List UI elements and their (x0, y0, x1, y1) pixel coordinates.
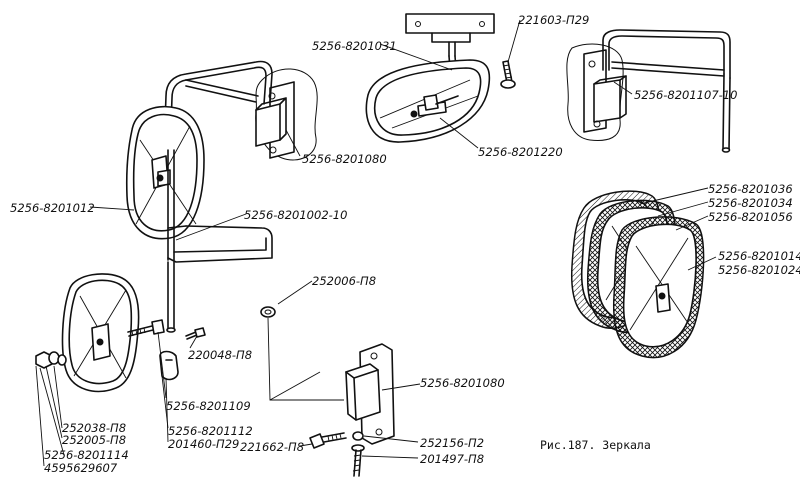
label-5256-8201031: 5256-8201031 (312, 39, 397, 53)
label-5256-8201014: 5256-8201014 (718, 249, 800, 263)
label-201460-p29: 201460-П29 (168, 437, 240, 451)
main-mirror-assembly (125, 60, 318, 333)
exploded-mirror-plates (570, 190, 705, 359)
interior-mirror (365, 13, 516, 143)
label-5256-8201112: 5256-8201112 (168, 424, 253, 438)
right-bracket-assembly (566, 29, 731, 153)
small-mirror-assembly (35, 273, 206, 393)
label-201497-p8: 201497-П8 (420, 452, 485, 466)
label-5256-8201036: 5256-8201036 (708, 182, 793, 196)
leader-lines (35, 19, 717, 467)
label-5256-8201034: 5256-8201034 (708, 196, 793, 210)
label-5256-8201012: 5256-8201012 (10, 201, 95, 215)
label-5256-8201220: 5256-8201220 (478, 145, 563, 159)
label-252006-p8: 252006-П8 (312, 274, 377, 288)
label-221603-p29: 221603-П29 (518, 13, 590, 27)
label-5256-8201080-lower: 5256-8201080 (420, 376, 505, 390)
label-221662-p8: 221662-П8 (240, 440, 305, 454)
label-252005-p8: 252005-П8 (62, 433, 127, 447)
label-5256-8201109: 5256-8201109 (166, 399, 251, 413)
lower-bracket-mount (260, 306, 395, 477)
label-5256-8201024: 5256-8201024 (718, 263, 800, 277)
figure-caption: Рис.187. Зеркала (540, 438, 651, 452)
label-5256-8201056: 5256-8201056 (708, 210, 793, 224)
label-5256-8201002-10: 5256-8201002-10 (244, 208, 348, 222)
label-220048-p8: 220048-П8 (188, 348, 253, 362)
label-5256-8201107-10: 5256-8201107-10 (634, 88, 738, 102)
label-252038-p8: 252038-П8 (62, 421, 127, 435)
label-252156-p2: 252156-П2 (420, 436, 485, 450)
label-4595629607: 4595629607 (44, 461, 118, 475)
label-5256-8201080-upper: 5256-8201080 (302, 152, 387, 166)
label-5256-8201114: 5256-8201114 (44, 448, 129, 462)
